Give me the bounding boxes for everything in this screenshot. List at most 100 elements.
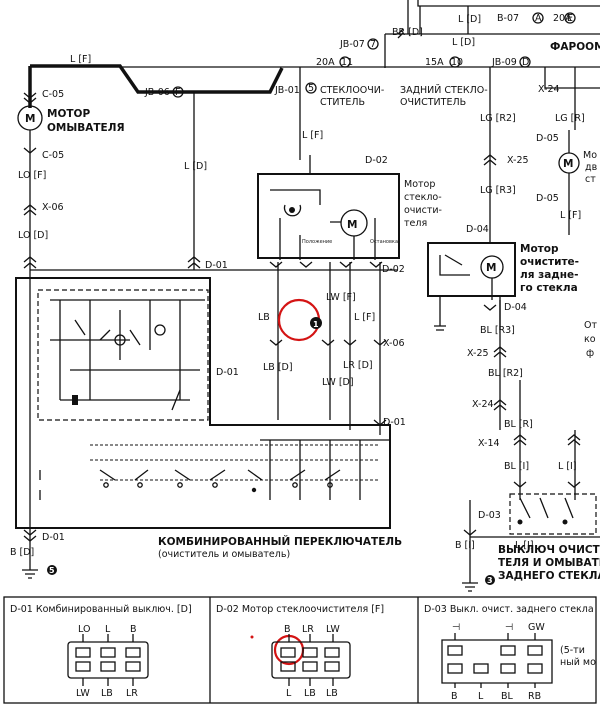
d02-pin-top-1: LR xyxy=(302,624,314,635)
label-lw-f: LW [F] xyxy=(326,292,356,303)
d03-title: D-03 Выкл. очист. заднего стекла xyxy=(424,604,594,615)
label-faroom: ФАРООМ xyxy=(550,41,600,53)
combined-switch xyxy=(15,277,391,529)
fuse-markers xyxy=(172,12,576,98)
d02-title: D-02 Мотор стеклоочистителя [F] xyxy=(216,604,384,615)
label-l-d-top2: L [D] xyxy=(452,37,475,48)
right-motor-partial: M xyxy=(558,130,580,235)
rear-wiper-motor: M xyxy=(427,242,516,330)
connector-legend: D-01 Комбинированный выключ. [D] LO L B … xyxy=(3,596,597,704)
label-x24-top: X-24 xyxy=(538,84,560,95)
d03-pin-top-0: ⊣ xyxy=(452,622,460,633)
svg-text:M: M xyxy=(486,262,496,274)
label-fuse20a-e: 20A xyxy=(553,13,572,24)
svg-text:Положение: Положение xyxy=(302,239,332,245)
label-jb06: JB-06 xyxy=(144,87,170,98)
label-switch-title-1: КОМБИНИРОВАННЫЙ ПЕРЕКЛЮЧАТЕЛЬ xyxy=(158,535,402,548)
label-rear-motor-1: Мотор xyxy=(520,243,559,255)
label-d01-bottom: D-01 xyxy=(42,532,65,543)
label-l-d-top: L [D] xyxy=(458,14,481,25)
label-lo-f: LO [F] xyxy=(18,170,46,181)
label-d04-top: D-04 xyxy=(466,224,489,235)
label-bl-r3: BL [R3] xyxy=(480,325,515,336)
d03-note-2: ный мо xyxy=(560,657,596,668)
label-lb-d: LB [D] xyxy=(263,362,293,373)
label-rear-switch-1: ВЫКЛЮЧ ОЧИСТИ- xyxy=(498,544,600,556)
d03-note-1: (5-ти xyxy=(560,645,585,656)
label-rear-switch-3: ЗАДНЕГО СТЕКЛА xyxy=(498,570,600,582)
d03-pin-top-2: GW xyxy=(528,622,545,633)
label-rear-wiper-1: ЗАДНИЙ СТЕКЛО- xyxy=(400,84,488,96)
label-switch-title-2: (очиститель и омыватель) xyxy=(158,549,290,560)
wiper-motor: M Положение Остановка xyxy=(257,173,400,260)
label-bl-r: BL [R] xyxy=(504,419,533,430)
label-x06-right: X-06 xyxy=(383,338,405,349)
svg-text:Остановка: Остановка xyxy=(370,239,398,245)
label-lw-d: LW [D] xyxy=(322,377,354,388)
label-rear-wiper-2: ОЧИСТИТЕЛЬ xyxy=(400,97,466,108)
label-d05-a: D-05 xyxy=(536,133,559,144)
label-lb: LB xyxy=(258,312,270,323)
label-br-d: BR [D] xyxy=(392,27,423,38)
label-jb07: JB-07 xyxy=(339,39,365,50)
washer-motor: M xyxy=(17,105,43,270)
label-fuse15a-10: 15A xyxy=(425,57,444,68)
svg-text:M: M xyxy=(25,113,35,125)
label-bl-i: BL [I] xyxy=(504,461,529,472)
d01-pin-top-0: LO xyxy=(78,624,90,635)
label-right-frag3: ф xyxy=(586,348,594,359)
label-d02-b: D-02 xyxy=(382,264,405,275)
d02-pin-bottom-2: LB xyxy=(326,688,338,699)
label-lo-d: LO [D] xyxy=(18,230,48,241)
label-rear-motor-3: ля задне- xyxy=(520,269,579,281)
label-l-i: L [I] xyxy=(558,461,577,472)
label-x25-top: X-25 xyxy=(507,155,529,166)
label-d03: D-03 xyxy=(478,510,501,521)
label-right-frag1: От xyxy=(584,320,597,331)
d03-pin-bottom-1: L xyxy=(478,691,484,702)
d03-pin-bottom-2: BL xyxy=(501,691,514,702)
callout-1: 1 xyxy=(313,320,319,329)
label-rear-switch-2: ТЕЛЯ И ОМЫВАТЕЛЯ xyxy=(498,557,600,569)
label-right-motor-frag2: дв xyxy=(585,162,598,173)
d01-pin-bottom-0: LW xyxy=(76,688,90,699)
label-washer-motor-2: ОМЫВАТЕЛЯ xyxy=(47,122,125,134)
svg-text:M: M xyxy=(563,158,573,170)
svg-text:M: M xyxy=(347,219,357,231)
label-d05-b: D-05 xyxy=(536,193,559,204)
label-right-motor-frag1: Мо xyxy=(583,150,597,161)
label-washer-wiper-1: СТЕКЛООЧИ- xyxy=(320,85,384,96)
label-d01-c: D-01 xyxy=(383,417,406,428)
label-fuse15a-10-num: 10 xyxy=(451,57,463,68)
label-d01-a: D-01 xyxy=(205,260,228,271)
label-d01-b: D-01 xyxy=(216,367,239,378)
label-jb01: JB-01 xyxy=(274,85,300,96)
label-jb07-num: 7 xyxy=(370,39,376,50)
label-rear-motor-2: очистите- xyxy=(520,256,579,268)
label-jb06-num: F xyxy=(175,87,180,98)
label-fuse20a-11-num: 11 xyxy=(341,57,353,68)
label-x24-mid: X-24 xyxy=(472,399,494,410)
label-right-motor-frag3: ст xyxy=(585,174,596,185)
label-ground5: 5 xyxy=(49,566,55,575)
label-fuse20a-e-num: E xyxy=(567,13,573,24)
label-ground3: 3 xyxy=(487,576,493,585)
label-x14: X-14 xyxy=(478,438,500,449)
label-lr-d: LR [D] xyxy=(343,360,373,371)
label-right-frag2: ко xyxy=(584,334,596,345)
label-lf-mid: L [F] xyxy=(302,130,323,141)
label-wiper-motor-1: Мотор xyxy=(404,179,435,190)
label-washer-motor-1: МОТОР xyxy=(47,108,90,120)
d01-pin-bottom-2: LR xyxy=(126,688,138,699)
label-rear-motor-4: го стекла xyxy=(520,282,578,294)
label-b-d: B [D] xyxy=(10,547,34,558)
d02-pin-top-0: B xyxy=(284,624,291,635)
label-lg-r3: LG [R3] xyxy=(480,185,516,196)
d02-pin-bottom-0: L xyxy=(286,688,292,699)
d03-pin-bottom-0: B xyxy=(451,691,458,702)
d02-pin-top-2: LW xyxy=(326,624,340,635)
ground-symbols xyxy=(22,320,495,592)
label-bl-r2: BL [R2] xyxy=(488,368,523,379)
label-fuse20a-11: 20A xyxy=(316,57,335,68)
label-c05-top: C-05 xyxy=(42,89,64,100)
